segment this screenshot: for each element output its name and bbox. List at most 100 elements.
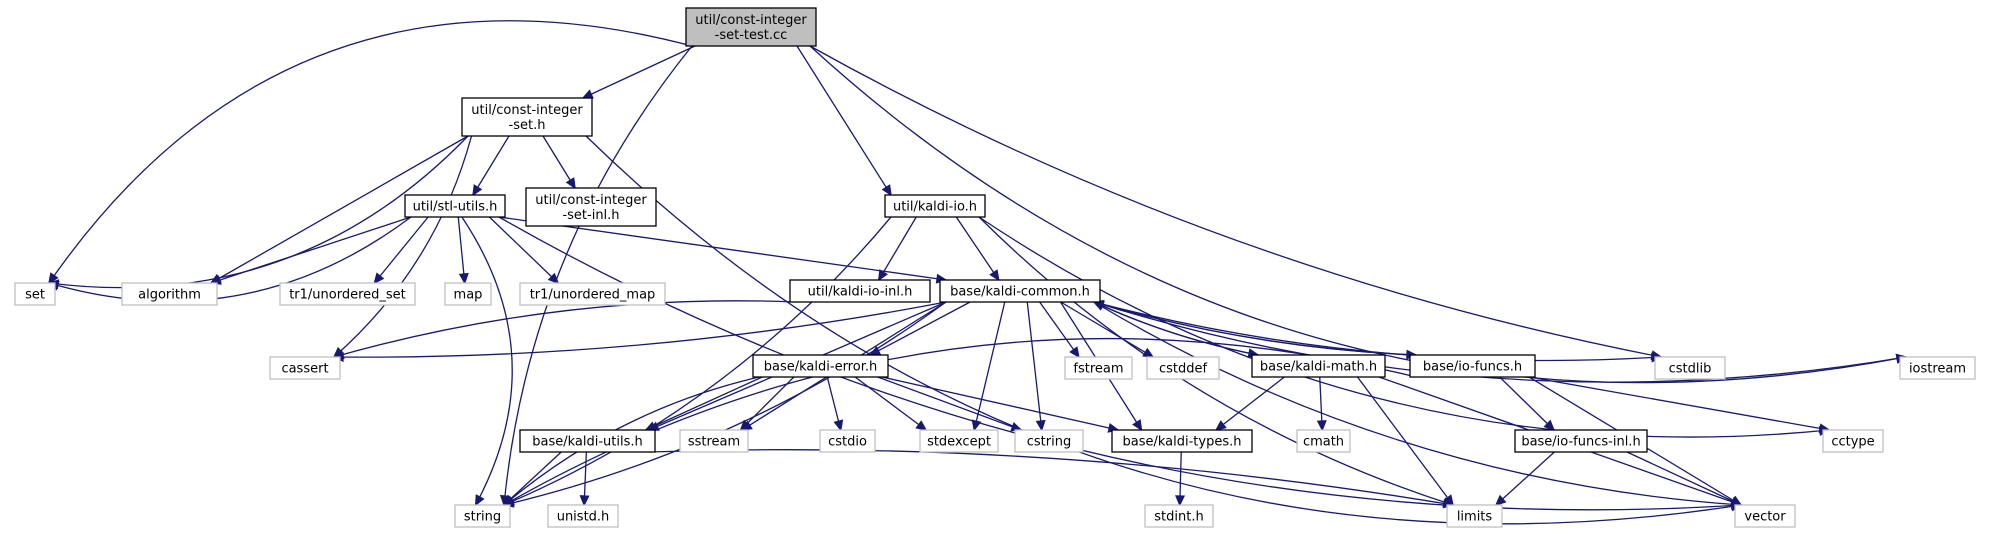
node-box-iostream — [1899, 356, 1976, 380]
node-kutils[interactable]: base/kaldi-utils.h — [519, 429, 656, 453]
node-stl[interactable]: util/stl-utils.h — [404, 194, 506, 218]
node-string: string — [454, 504, 511, 528]
arrowhead-iofinl-to-vector — [1730, 496, 1743, 506]
node-label-stdint: stdint.h — [1154, 510, 1203, 525]
node-label-vector: vector — [1744, 510, 1786, 525]
edge-common-to-iostream — [1093, 301, 1907, 383]
edge-kio-to-string — [503, 216, 892, 506]
node-root[interactable]: util/const-integer-set-test.cc — [685, 7, 817, 47]
node-map: map — [444, 282, 492, 306]
node-kio[interactable]: util/kaldi-io.h — [884, 194, 986, 218]
node-kmath[interactable]: base/kaldi-math.h — [1251, 354, 1386, 378]
edge-iofinl-to-vector — [1626, 451, 1742, 506]
node-cmath: cmath — [1296, 429, 1351, 453]
node-label-cstdlib: cstdlib — [1669, 362, 1712, 377]
node-label-cisinl: util/const-integer — [535, 193, 647, 208]
arrowhead-kio-to-kioinl — [877, 269, 888, 282]
edge-error-to-kutils — [645, 376, 763, 431]
node-cis[interactable]: util/const-integer-set.h — [461, 97, 593, 137]
node-ktypes[interactable]: base/kaldi-types.h — [1111, 429, 1253, 453]
node-label-cstring: cstring — [1027, 435, 1071, 450]
edge-kio-to-kioinl — [878, 216, 917, 281]
node-error[interactable]: base/kaldi-error.h — [752, 354, 889, 378]
edge-common-to-cassert — [333, 301, 947, 358]
node-limits: limits — [1446, 504, 1503, 528]
node-box-kioinl — [789, 279, 931, 303]
arrowhead-common-to-ktypes — [1132, 419, 1143, 432]
node-iofinl[interactable]: base/io-funcs-inl.h — [1514, 429, 1648, 453]
node-sstream: sstream — [679, 429, 749, 453]
node-common[interactable]: base/kaldi-common.h — [939, 279, 1101, 303]
edge-error-to-cstring — [877, 376, 1022, 431]
node-box-kio — [884, 194, 986, 218]
arrowhead-iofinl-to-limits — [1494, 494, 1507, 507]
node-box-fstream — [1064, 356, 1133, 380]
node-label-cisinl: -set-inl.h — [562, 208, 619, 223]
node-box-map — [444, 282, 492, 306]
edge-iofuncs-to-cctype — [1528, 376, 1830, 431]
node-box-cassert — [269, 356, 341, 380]
node-box-algorithm — [121, 282, 218, 306]
arrowhead-stl-to-string — [474, 494, 485, 507]
arrowhead-root-to-set — [48, 272, 59, 285]
node-algorithm: algorithm — [121, 282, 218, 306]
arrowhead-stl-to-tr1umap — [547, 272, 560, 285]
node-label-root: util/const-integer — [695, 13, 807, 28]
node-label-common: base/kaldi-common.h — [950, 285, 1090, 300]
node-set: set — [14, 282, 56, 306]
arrowhead-stl-to-map — [458, 272, 469, 285]
node-cstring: cstring — [1014, 429, 1084, 453]
edge-stl-to-string — [461, 216, 513, 506]
node-cisinl[interactable]: util/const-integer-set-inl.h — [525, 187, 657, 227]
node-label-iofinl: base/io-funcs-inl.h — [1521, 435, 1640, 450]
edge-stl-to-set — [48, 216, 412, 302]
node-box-tr1uset — [279, 282, 416, 306]
node-tr1umap: tr1/unordered_map — [519, 282, 666, 306]
node-box-unistd — [547, 504, 619, 528]
node-label-cis: -set.h — [509, 118, 546, 133]
node-box-cstdio — [819, 429, 876, 453]
node-cstddef: cstddef — [1146, 356, 1220, 380]
edge-kioinl-to-cassert — [333, 300, 797, 358]
arrowhead-cis-to-cisinl — [565, 177, 576, 190]
node-label-cis: util/const-integer — [471, 103, 583, 118]
edge-common-to-vector — [1093, 301, 1742, 506]
arrowhead-cis-to-stl — [472, 184, 483, 197]
node-label-kutils: base/kaldi-utils.h — [532, 435, 643, 450]
node-cassert: cassert — [269, 356, 341, 380]
node-fstream: fstream — [1064, 356, 1133, 380]
edge-kmath-to-common — [1093, 301, 1259, 356]
node-box-sstream — [679, 429, 749, 453]
edge-error-to-string — [503, 376, 760, 506]
edge-root-to-string — [503, 45, 693, 506]
node-label-error: base/kaldi-error.h — [764, 360, 877, 375]
node-box-common — [939, 279, 1101, 303]
node-iofuncs[interactable]: base/io-funcs.h — [1409, 354, 1536, 378]
node-label-iostream: iostream — [1909, 362, 1966, 377]
node-label-kmath: base/kaldi-math.h — [1260, 360, 1377, 375]
node-box-cstddef — [1146, 356, 1220, 380]
node-label-sstream: sstream — [688, 435, 740, 450]
node-box-kutils — [519, 429, 656, 453]
node-box-cisinl — [525, 187, 657, 227]
edge-kmath-to-limits — [1356, 376, 1454, 506]
node-box-tr1umap — [519, 282, 666, 306]
node-box-root — [685, 7, 817, 47]
node-cctype: cctype — [1822, 429, 1884, 453]
arrowhead-kio-to-common — [989, 269, 1000, 282]
node-unistd: unistd.h — [547, 504, 619, 528]
edge-common-to-cstring — [1026, 301, 1043, 431]
edge-stl-to-tr1umap — [488, 216, 559, 284]
node-label-cassert: cassert — [281, 362, 328, 377]
arrowhead-error-to-cstdio — [833, 419, 844, 432]
node-label-kio: util/kaldi-io.h — [893, 200, 977, 215]
edge-iofuncs-to-common — [1093, 301, 1417, 356]
arrowhead-stl-to-tr1uset — [373, 272, 385, 285]
edge-kmath-to-ktypes — [1215, 376, 1285, 431]
node-box-cstdlib — [1654, 356, 1726, 380]
node-tr1uset: tr1/unordered_set — [279, 282, 416, 306]
edge-common-to-cstddef — [1060, 301, 1154, 358]
node-box-set — [14, 282, 56, 306]
node-box-stl — [404, 194, 506, 218]
node-kioinl[interactable]: util/kaldi-io-inl.h — [789, 279, 931, 303]
